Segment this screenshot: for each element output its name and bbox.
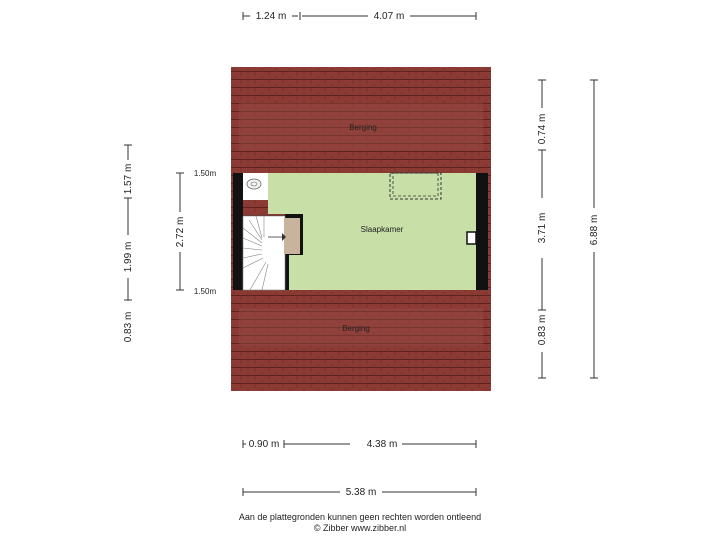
roof-band-top: [239, 103, 483, 151]
height-upper-label: 1.50m: [194, 169, 217, 178]
wall-left: [233, 173, 243, 290]
dim-left-top: 1.57 m: [123, 164, 134, 195]
dim-left: 1.57 m 1.99 m 0.83 m 2.72 m 1.50m 1.50m: [123, 144, 217, 343]
wall-right: [476, 173, 488, 290]
dim-right-bottom: 0.83 m: [537, 315, 548, 346]
berging-bottom-label: Berging: [342, 324, 370, 333]
height-lower-label: 1.50m: [194, 287, 217, 296]
slaapkamer-label: Slaapkamer: [361, 225, 404, 234]
dim-right-mid: 3.71 m: [537, 213, 548, 244]
stair-arrow-icon: [282, 233, 286, 241]
dim-left-bottom: 0.83 m: [123, 312, 134, 343]
dim-top-left: 1.24 m: [256, 11, 287, 22]
roof-band-bottom: [239, 308, 483, 346]
chimney-box: [466, 231, 477, 245]
dim-left-mid: 1.99 m: [123, 242, 134, 273]
dim-bottom-total: 5.38 m: [346, 487, 377, 498]
dim-bottom-left: 0.90 m: [249, 439, 280, 450]
copyright-link[interactable]: © Zibber www.zibber.nl: [313, 523, 407, 533]
dim-bottom-right: 4.38 m: [367, 439, 398, 450]
dim-top: 1.24 m 4.07 m: [242, 11, 477, 22]
toilet-icon: [246, 178, 262, 190]
stair-landing: [284, 218, 300, 254]
disclaimer-text: Aan de plattegronden kunnen geen rechten…: [238, 512, 482, 522]
dim-inner-height: 2.72 m: [175, 217, 186, 248]
slaapkamer-room: [243, 173, 476, 290]
dim-right: 0.74 m 3.71 m 0.83 m 6.88 m: [537, 79, 600, 379]
dim-right-total: 6.88 m: [589, 215, 600, 246]
berging-top-label: Berging: [349, 123, 377, 132]
dim-bottom: 0.90 m 4.38 m 5.38 m: [242, 439, 477, 498]
dim-top-right: 4.07 m: [374, 11, 405, 22]
dim-right-top: 0.74 m: [537, 114, 548, 145]
stair-treads: [242, 215, 269, 291]
